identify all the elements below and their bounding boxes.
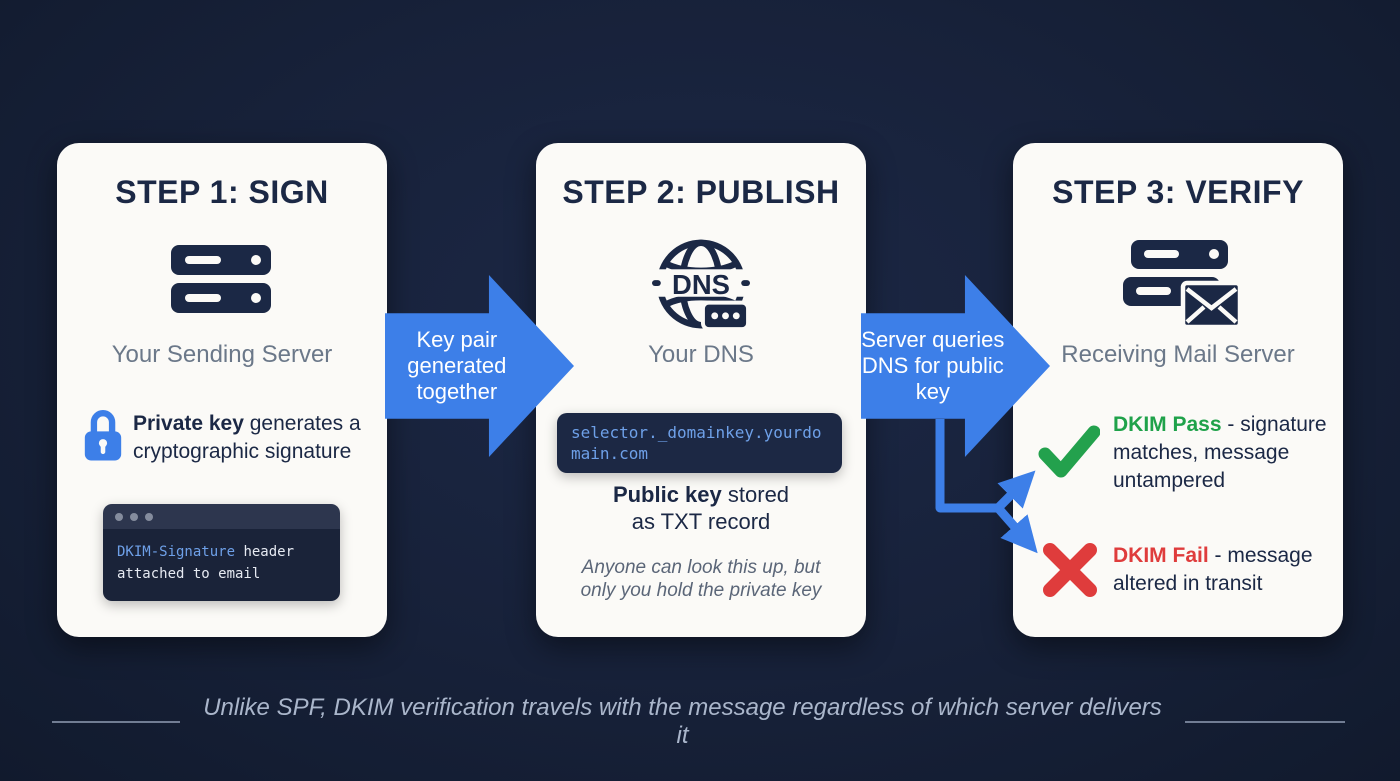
- step1-detail-rest: generates a cryptographic signature: [133, 412, 361, 463]
- dns-record-code-box: selector._domainkey.yourdomain.com: [557, 413, 842, 473]
- dkim-pass-detail: DKIM Pass - signature matches, message u…: [1113, 411, 1338, 495]
- arrow-keypair-label: Key pair generated together: [407, 327, 507, 404]
- terminal-titlebar: [103, 504, 340, 529]
- footer-quote: Unlike SPF, DKIM verification travels wi…: [203, 694, 1162, 749]
- step2-label: Your DNS: [648, 341, 754, 368]
- fail-rest-text: - message altered in transit: [1113, 544, 1313, 595]
- dns-record-text: selector._domainkey.yourdomain.com: [571, 423, 822, 463]
- dkim-fail-text: DKIM Fail: [1113, 544, 1209, 567]
- step1-title: STEP 1: SIGN: [115, 174, 329, 210]
- dkim-signature-code: DKIM-Signature: [117, 544, 236, 560]
- step3-label: Receiving Mail Server: [1061, 341, 1295, 368]
- lock-icon: [83, 406, 123, 464]
- pass-rest-text: - signature matches, message untampered: [1113, 413, 1327, 492]
- step1-label: Your Sending Server: [111, 341, 333, 368]
- cross-icon: [1040, 540, 1100, 600]
- terminal-dot-icon: [145, 512, 153, 521]
- step2-note: Anyone can look this up, but only you ho…: [580, 557, 822, 601]
- public-key-text: Public key: [612, 482, 722, 507]
- step2-title: STEP 2: PUBLISH: [562, 174, 840, 210]
- step2-detail: Public key stored as TXT record: [606, 481, 796, 535]
- dns-globe-icon: DNS: [652, 239, 750, 332]
- terminal-body: DKIM-Signature header attached to email: [103, 529, 340, 601]
- server-icon: [171, 245, 271, 313]
- mail-server-icon: [1123, 240, 1243, 330]
- terminal-window: DKIM-Signature header attached to email: [103, 504, 340, 601]
- dns-query-connector-arrows: [935, 419, 1038, 554]
- footer-left-divider: [52, 721, 180, 723]
- step1-sign-card: STEP 1: SIGN Your Sending Server Private…: [57, 143, 387, 637]
- terminal-dot-icon: [115, 512, 123, 521]
- arrow-query-dns-label: Server queries DNS for public key: [861, 327, 1005, 404]
- step1-detail: Private key generates a cryptographic si…: [133, 410, 373, 466]
- terminal-rest-text: header attached to email: [117, 544, 295, 582]
- step2-publish-card: STEP 2: PUBLISH DNS Your DNS selector._d…: [536, 143, 866, 637]
- step2-detail-rest: stored as TXT record: [631, 482, 790, 534]
- footer: Unlike SPF, DKIM verification travels wi…: [52, 694, 1345, 749]
- dkim-pass-text: DKIM Pass: [1113, 413, 1222, 436]
- step3-verify-card: STEP 3: VERIFY Receiving Mail Server DKI…: [1013, 143, 1343, 637]
- footer-right-divider: [1185, 721, 1345, 723]
- step3-title: STEP 3: VERIFY: [1052, 174, 1304, 210]
- terminal-dot-icon: [130, 512, 138, 521]
- dns-icon-text: DNS: [672, 269, 730, 300]
- dkim-fail-detail: DKIM Fail - message altered in transit: [1113, 542, 1338, 598]
- private-key-text: Private key: [133, 412, 244, 435]
- checkmark-icon: [1038, 424, 1101, 480]
